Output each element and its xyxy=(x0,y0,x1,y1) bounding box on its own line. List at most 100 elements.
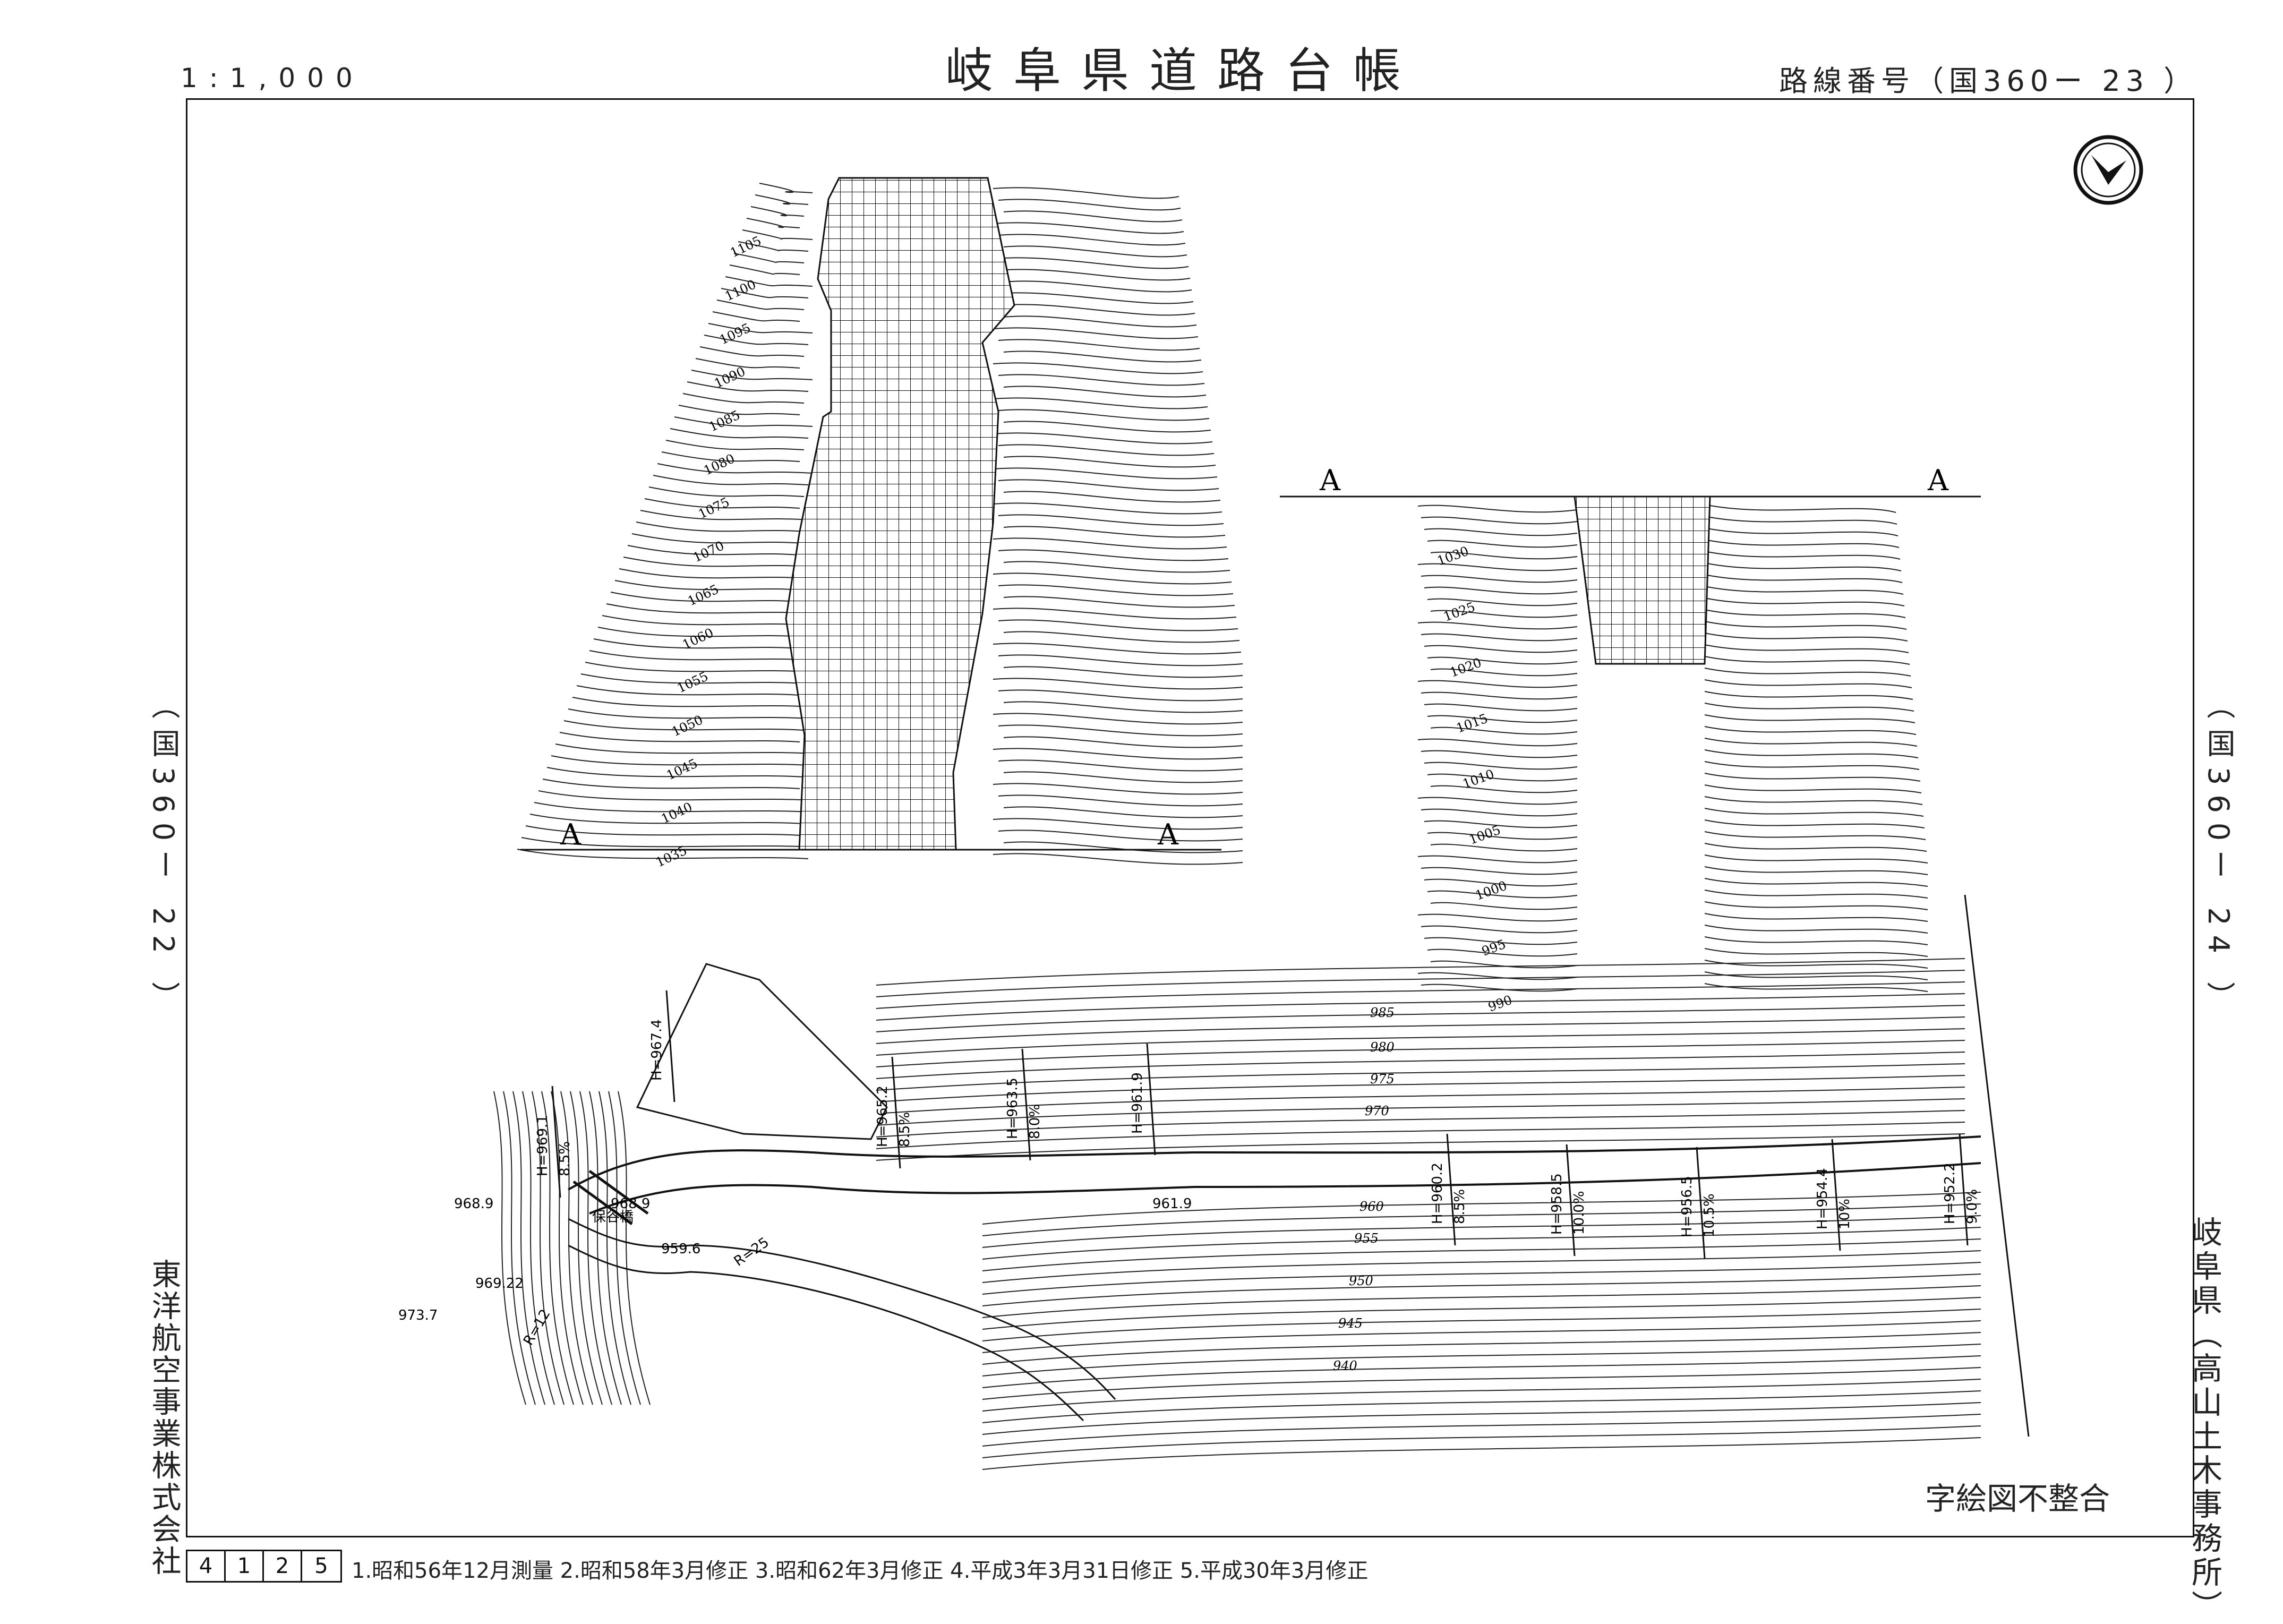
contour-label: 1015 xyxy=(1454,711,1490,736)
contour-line xyxy=(876,1005,1965,1032)
contour-label: 970 xyxy=(1365,1104,1389,1118)
contour-line xyxy=(661,451,800,462)
contour-line xyxy=(534,802,809,813)
contour-line xyxy=(704,335,809,345)
contour-line xyxy=(1003,315,1197,328)
contour-line xyxy=(876,1028,1965,1056)
grade-label: 10.5% xyxy=(1701,1193,1717,1237)
contour-line xyxy=(998,794,1243,807)
contour-line xyxy=(1427,832,1578,840)
contour-line xyxy=(1421,750,1578,758)
sheet-index[interactable]: 4 1 2 5 xyxy=(186,1550,342,1583)
contour-line xyxy=(542,779,800,789)
grade-marker xyxy=(1566,1144,1576,1257)
contour-line xyxy=(589,650,813,661)
contour-line xyxy=(759,183,813,193)
grade-marker xyxy=(891,1056,901,1169)
adjacent-sheet-right[interactable]: （国360ー 24 ） xyxy=(2202,690,2235,1020)
map-drawing[interactable]: A A 110511001095109010851080107510701065… xyxy=(186,98,2194,1537)
contour-line xyxy=(1424,645,1578,653)
contour-line xyxy=(551,755,809,766)
sheet-cell[interactable]: 4 xyxy=(187,1551,226,1581)
contour-label: 955 xyxy=(1354,1231,1379,1246)
spot-height-label: 968.9 xyxy=(611,1196,650,1212)
contour-line xyxy=(551,1091,584,1405)
contour-line xyxy=(1421,867,1578,875)
grade-label: 8.5% xyxy=(897,1112,913,1147)
contour-line xyxy=(982,1379,1981,1412)
contour-line xyxy=(1704,644,1909,653)
contour-line xyxy=(579,1091,612,1405)
contour-line xyxy=(572,697,813,707)
sheet-cell[interactable]: 2 xyxy=(264,1551,302,1581)
contour-line xyxy=(691,370,813,380)
contour-line xyxy=(1424,878,1578,887)
contour-line xyxy=(576,685,800,696)
contour-label: 950 xyxy=(1349,1273,1373,1288)
contour-line xyxy=(982,1215,1981,1248)
contour-line xyxy=(1003,561,1230,573)
left-section-hatch xyxy=(785,177,1015,851)
contour-line xyxy=(1421,925,1578,934)
contour-label: 945 xyxy=(1338,1316,1363,1331)
grade-marker xyxy=(1146,1043,1156,1156)
contour-line xyxy=(559,732,800,742)
contour-line xyxy=(1430,610,1578,618)
contour-line xyxy=(699,346,805,357)
contour-line xyxy=(522,1091,555,1405)
contour-line xyxy=(708,323,813,334)
contour-line xyxy=(998,199,1181,211)
contour-line xyxy=(876,993,1965,1021)
elevation-label: H=965.2 xyxy=(875,1085,891,1147)
grade-marker xyxy=(1959,1133,1969,1246)
contour-line xyxy=(1417,505,1578,513)
contour-line xyxy=(993,432,1213,445)
road-lower-edge xyxy=(589,1162,1981,1215)
contour-line xyxy=(998,830,1243,842)
contour-line xyxy=(876,1098,1965,1126)
contour-line xyxy=(580,673,805,684)
contour-line xyxy=(597,627,805,637)
grade-label: 10.0% xyxy=(1571,1191,1587,1235)
contour-line xyxy=(993,327,1199,339)
revision-history: 1.昭和56年12月測量 2.昭和58年3月修正 3.昭和62年3月修正 4.平… xyxy=(352,1559,1369,1583)
contour-line xyxy=(1704,819,1925,828)
contour-line xyxy=(1704,761,1920,770)
sheet-cell[interactable]: 5 xyxy=(314,1554,328,1578)
section-label-a-left-2: A xyxy=(1319,464,1341,497)
contour-line xyxy=(636,522,809,532)
grade-marker xyxy=(1446,1133,1456,1246)
contour-line xyxy=(1704,843,1927,852)
contour-line xyxy=(1704,726,1917,735)
contour-label: 980 xyxy=(1370,1040,1395,1055)
contour-line xyxy=(1003,701,1243,713)
contour-label: 1050 xyxy=(670,712,705,739)
contour-line xyxy=(1417,680,1578,688)
contour-line xyxy=(1704,738,1918,747)
contour-line xyxy=(1704,925,1928,934)
adjacent-sheet-left[interactable]: （国360ー 22 ） xyxy=(147,690,180,1020)
contour-line xyxy=(876,1016,1965,1044)
contour-line xyxy=(1704,656,1910,665)
office-name: 岐阜県（高山土木事務所） xyxy=(2186,1216,2222,1624)
contour-line xyxy=(733,253,805,263)
contour-line xyxy=(993,713,1243,725)
river xyxy=(568,1218,1116,1400)
contour-line xyxy=(1424,528,1578,536)
contour-line xyxy=(982,1227,1981,1260)
grade-label: 8.0% xyxy=(1027,1104,1043,1139)
contour-line xyxy=(1704,714,1916,723)
elevation-label: H=958.5 xyxy=(1549,1173,1565,1235)
contour-line xyxy=(631,533,805,544)
contour-line xyxy=(1003,771,1243,783)
contour-line xyxy=(593,638,800,649)
contour-line xyxy=(1704,866,1928,875)
contour-line xyxy=(993,362,1203,374)
contour-line xyxy=(1704,831,1926,840)
contour-line xyxy=(993,222,1184,234)
spot-height-label: 973.7 xyxy=(398,1307,438,1323)
contour-label: 1105 xyxy=(728,233,764,260)
sheet-cell[interactable]: 1 xyxy=(226,1551,264,1581)
contour-label: 1025 xyxy=(1441,599,1477,624)
contour-line xyxy=(1427,598,1578,606)
